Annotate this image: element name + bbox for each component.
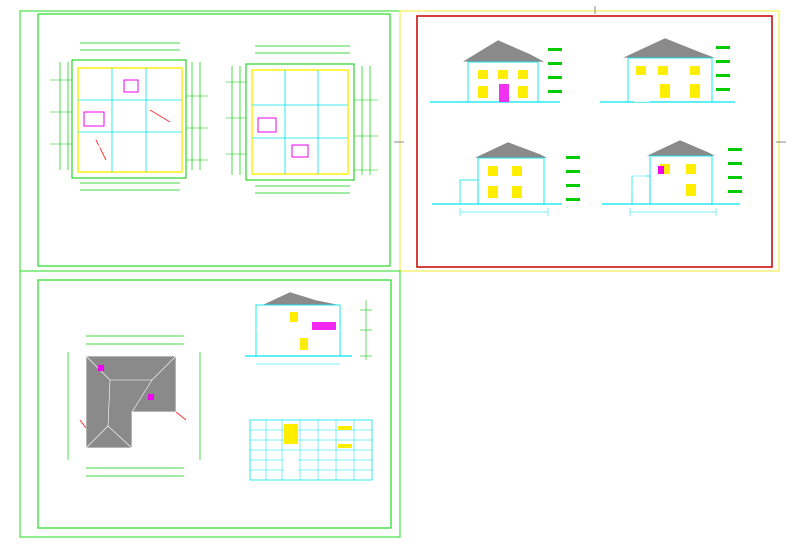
floor-plan-2-caption: 二层平面图 1:100 [282, 210, 323, 216]
floor-plan-1[interactable]: 一层平面图 1:100 [43, 28, 216, 241]
sheet-3-inner-border [37, 279, 392, 529]
elevation-south[interactable]: 南立面图 1:100 [430, 39, 562, 129]
active-sheet-frame[interactable] [416, 15, 773, 268]
section-1-1[interactable]: 1-1剖面图 1:100 [245, 291, 372, 385]
selection-outline[interactable] [399, 10, 780, 272]
roof-plan[interactable]: 屋顶平面图 1:100 [51, 320, 218, 496]
door-window-table-title: 门 窗 表 [288, 404, 313, 413]
sheet-3-outer-border [19, 270, 401, 538]
floor-plan-2[interactable]: 二层平面图 1:100 [218, 32, 386, 229]
elevation-north-caption: 北立面图 1:100 [652, 122, 688, 129]
door-window-table[interactable]: 门 窗 表 [249, 404, 373, 481]
elevation-west[interactable]: 西立面图 1:100 [602, 139, 742, 234]
elevation-east-caption: 东立面图 1:100 [496, 227, 532, 234]
elevation-west-caption: 西立面图 1:100 [660, 227, 696, 234]
sheet-1-inner-border [37, 13, 391, 267]
elevation-north[interactable]: 北立面图 1:100 [600, 37, 735, 129]
elevation-east[interactable]: 东立面图 1:100 [432, 141, 580, 234]
elevation-south-caption: 南立面图 1:100 [484, 122, 520, 129]
floor-plan-1-caption: 一层平面图 1:100 [112, 218, 153, 224]
section-caption: 1-1剖面图 1:100 [286, 378, 325, 385]
roof-plan-caption: 屋顶平面图 1:100 [114, 489, 155, 495]
